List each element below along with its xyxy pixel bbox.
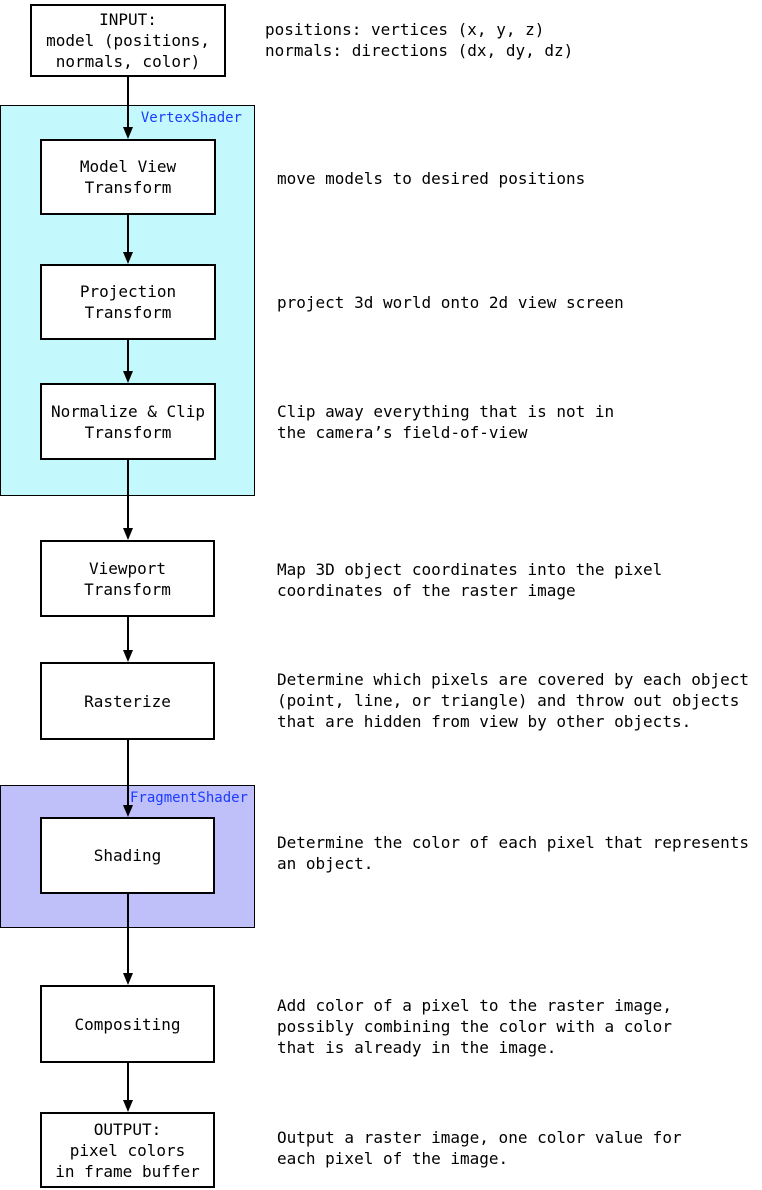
stage-box-input: INPUT: model (positions, normals, color) — [30, 4, 226, 77]
annotation-output: Output a raster image, one color value f… — [277, 1128, 682, 1168]
arrow-down-head-icon — [122, 805, 133, 817]
arrow-down-head-icon — [122, 127, 133, 139]
arrow-line — [127, 215, 129, 253]
arrow-line — [127, 77, 129, 128]
stage-box-viewport-transform: Viewport Transform — [40, 540, 215, 617]
annotation-normalize-clip: Clip away everything that is not in the … — [277, 402, 615, 442]
arrow-down-head-icon — [122, 1100, 133, 1112]
annotation-rasterize: Determine which pixels are covered by ea… — [277, 670, 750, 731]
stage-box-shading: Shading — [40, 817, 215, 894]
stage-box-compositing: Compositing — [40, 985, 215, 1063]
annotation-input: positions: vertices (x, y, z) normals: d… — [265, 20, 574, 60]
annotation-model-view: move models to desired positions — [277, 169, 586, 188]
stage-box-rasterize: Rasterize — [40, 662, 215, 740]
arrow-down-head-icon — [122, 371, 133, 383]
vertex-shader-group-label: VertexShader — [140, 110, 242, 126]
stage-box-projection-transform: Projection Transform — [40, 264, 216, 340]
arrow-down-head-icon — [122, 973, 133, 985]
arrow-line — [127, 894, 129, 974]
annotation-compositing: Add color of a pixel to the raster image… — [277, 996, 672, 1057]
arrow-line — [127, 340, 129, 372]
stage-box-output: OUTPUT: pixel colors in frame buffer — [40, 1112, 215, 1188]
stage-box-normalize-clip-transform: Normalize & Clip Transform — [40, 383, 216, 460]
annotation-projection: project 3d world onto 2d view screen — [277, 293, 624, 312]
fragment-shader-group-label: FragmentShader — [129, 790, 248, 806]
arrow-down-head-icon — [122, 650, 133, 662]
arrow-down-head-icon — [122, 528, 133, 540]
arrow-line — [127, 460, 129, 529]
arrow-down-head-icon — [122, 252, 133, 264]
arrow-line — [127, 617, 129, 651]
annotation-shading: Determine the color of each pixel that r… — [277, 833, 750, 873]
annotation-viewport: Map 3D object coordinates into the pixel… — [277, 560, 663, 600]
stage-box-model-view-transform: Model View Transform — [40, 139, 216, 215]
arrow-line — [127, 1063, 129, 1101]
arrow-line — [127, 740, 129, 806]
